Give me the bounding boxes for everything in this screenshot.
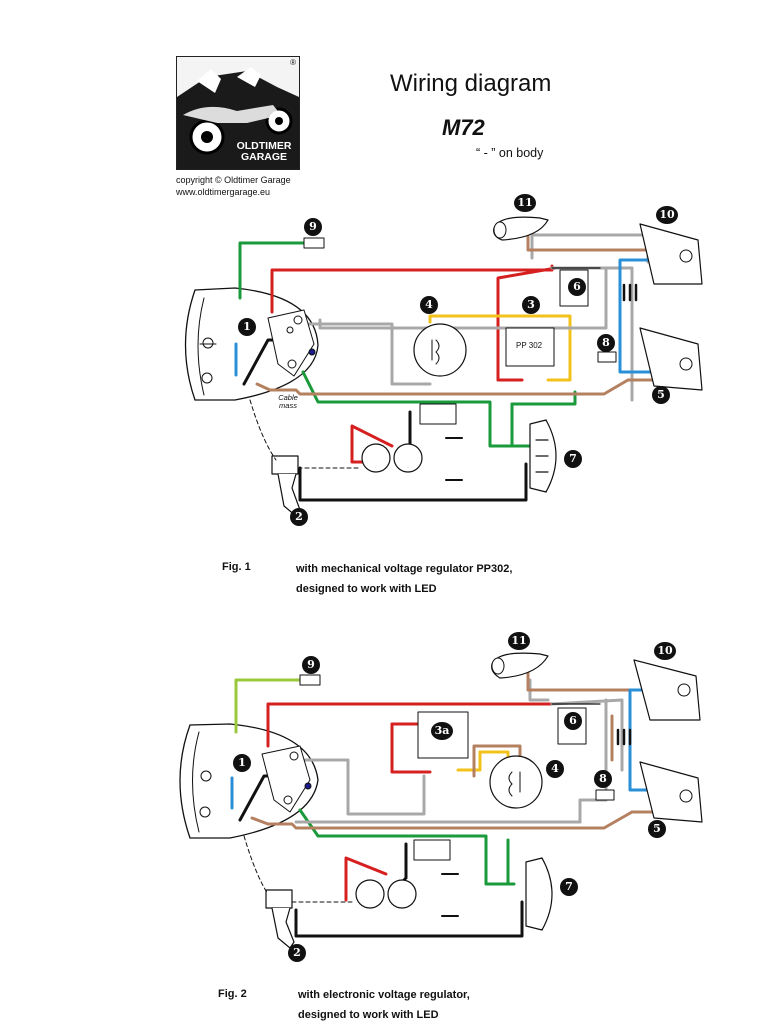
fig2-wire-brown xyxy=(250,810,634,830)
fig1-wire-red xyxy=(270,264,554,314)
fig1-marker-6: 6 xyxy=(568,278,586,296)
copyright-block: copyright © Oldtimer Garage www.oldtimer… xyxy=(176,174,291,198)
fig2-kill-switch xyxy=(265,889,295,949)
fig2-wire-green-top xyxy=(234,678,308,734)
fig1-marker-10: 10 xyxy=(656,206,678,224)
fig1-wire-grey xyxy=(298,322,432,386)
fig1-marker-7: 7 xyxy=(564,450,582,468)
fig1-wire-yellow xyxy=(428,314,572,382)
fig1-lamp-10a xyxy=(639,223,703,285)
fig2-marker-9: 9 xyxy=(302,656,320,674)
model-title: M72 xyxy=(442,115,485,140)
fig2-marker-7: 7 xyxy=(560,878,578,896)
fig2-marker-1: 1 xyxy=(233,754,251,772)
fig1-marker-9: 9 xyxy=(304,218,322,236)
fig1-marker-3: 3 xyxy=(522,296,540,314)
fig2-ignition-coil xyxy=(413,839,451,861)
fig1-marker-1: 1 xyxy=(238,318,256,336)
fig2-marker-3a: 3a xyxy=(431,722,453,740)
fig2-marker-8: 8 xyxy=(594,770,612,788)
fig2-switch-9 xyxy=(299,674,321,686)
fig1-switch-8 xyxy=(597,351,617,363)
fig1-lamp-10b xyxy=(639,327,703,391)
fig2-lamp-10b xyxy=(639,761,703,823)
fig2-marker-4: 4 xyxy=(546,760,564,778)
registered-mark: ® xyxy=(290,58,296,67)
fig1-marker-8: 8 xyxy=(597,334,615,352)
website-link[interactable]: www.oldtimergarage.eu xyxy=(176,187,271,197)
fig1-marker-5: 5 xyxy=(652,386,670,404)
fig2-horn xyxy=(525,857,553,931)
fig2-wire-grey xyxy=(296,758,426,816)
fig1-switch-9 xyxy=(303,237,325,249)
fig2-marker-5: 5 xyxy=(648,820,666,838)
fig1-junction-block xyxy=(267,309,316,377)
fig1-kill-switch xyxy=(271,455,301,517)
fig2-marker-6: 6 xyxy=(564,712,582,730)
fig2-wire-red xyxy=(266,702,554,748)
fig2-marker-10: 10 xyxy=(654,642,676,660)
fig1-marker-2: 2 xyxy=(290,508,308,526)
fig2-lamp-10a xyxy=(633,659,701,721)
page-title: Wiring diagram xyxy=(390,70,552,97)
fig1-cable-mass-label: Cable mass xyxy=(278,393,298,410)
fig1-regulator-label: PP 302 xyxy=(516,341,543,350)
fig1-marker-4: 4 xyxy=(420,296,438,314)
fig2-junction-block xyxy=(261,745,312,813)
fig2-generator xyxy=(489,755,543,809)
oldtimer-garage-logo: ® OLDTIMER GARAGE xyxy=(176,56,300,170)
figure2-wiring xyxy=(179,652,703,949)
fig1-description: with mechanical voltage regulator PP302,… xyxy=(296,563,513,595)
fig1-regulator-box xyxy=(505,327,555,367)
fig2-label: Fig. 2 xyxy=(218,988,247,1000)
fig1-marker-11: 11 xyxy=(514,194,536,212)
fig1-wire-green-bottom xyxy=(301,370,520,448)
fig1-ignition-coil xyxy=(419,403,457,425)
fig2-marker-11: 11 xyxy=(508,632,530,650)
logo-line1: OLDTIMER xyxy=(236,140,292,152)
body-note: “ - ” on body xyxy=(476,146,544,160)
fig2-lamp-11 xyxy=(491,652,549,679)
copyright-text: copyright © Oldtimer Garage xyxy=(176,175,291,185)
motorcycle-sidecar-icon xyxy=(177,57,299,169)
fig2-description: with electronic voltage regulator, desig… xyxy=(298,989,470,1021)
fig1-label: Fig. 1 xyxy=(222,561,251,573)
figure1-wiring xyxy=(184,216,703,517)
fig1-generator xyxy=(413,323,467,377)
fig1-wire-green-top xyxy=(238,241,314,300)
fig2-marker-2: 2 xyxy=(288,944,306,962)
fig1-wire-brown xyxy=(255,378,630,396)
fig1-horn xyxy=(529,419,557,493)
fig2-switch-8 xyxy=(595,789,615,801)
logo-line2: GARAGE xyxy=(240,151,288,163)
